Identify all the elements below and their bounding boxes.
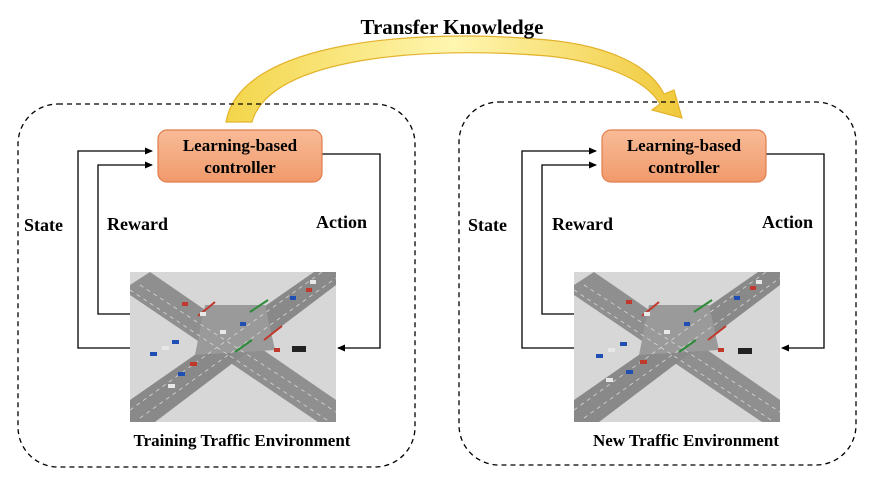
new-panel: Learning-based controller State Reward A…	[458, 101, 857, 466]
controller-box	[157, 129, 323, 183]
state-arrow	[521, 147, 597, 349]
transfer-knowledge-label: Transfer Knowledge	[361, 15, 544, 39]
reward-label: Reward	[552, 214, 613, 234]
state-label: State	[24, 215, 63, 235]
new-panel-frame	[458, 101, 857, 466]
controller-label-line1: Learning-based	[627, 136, 742, 155]
training-environment-caption: Training Traffic Environment	[134, 431, 351, 450]
controller-label-line2: controller	[204, 158, 276, 177]
transfer-knowledge-arrow	[225, 35, 683, 123]
state-arrow	[77, 147, 153, 349]
action-label: Action	[316, 212, 367, 232]
controller-label-line2: controller	[648, 158, 720, 177]
training-panel: Learning-based controller State Reward A…	[17, 103, 416, 468]
new-traffic-scene	[574, 272, 780, 422]
action-arrow	[322, 153, 381, 352]
reward-arrow	[97, 161, 153, 315]
controller-box	[601, 129, 767, 183]
training-panel-frame	[17, 103, 416, 468]
training-traffic-scene	[130, 272, 336, 422]
state-label: State	[468, 215, 507, 235]
action-label: Action	[762, 212, 813, 232]
new-environment-caption: New Traffic Environment	[593, 431, 779, 450]
reward-label: Reward	[107, 214, 168, 234]
reward-arrow	[541, 161, 597, 315]
controller-label-line1: Learning-based	[183, 136, 298, 155]
action-arrow	[766, 153, 825, 352]
